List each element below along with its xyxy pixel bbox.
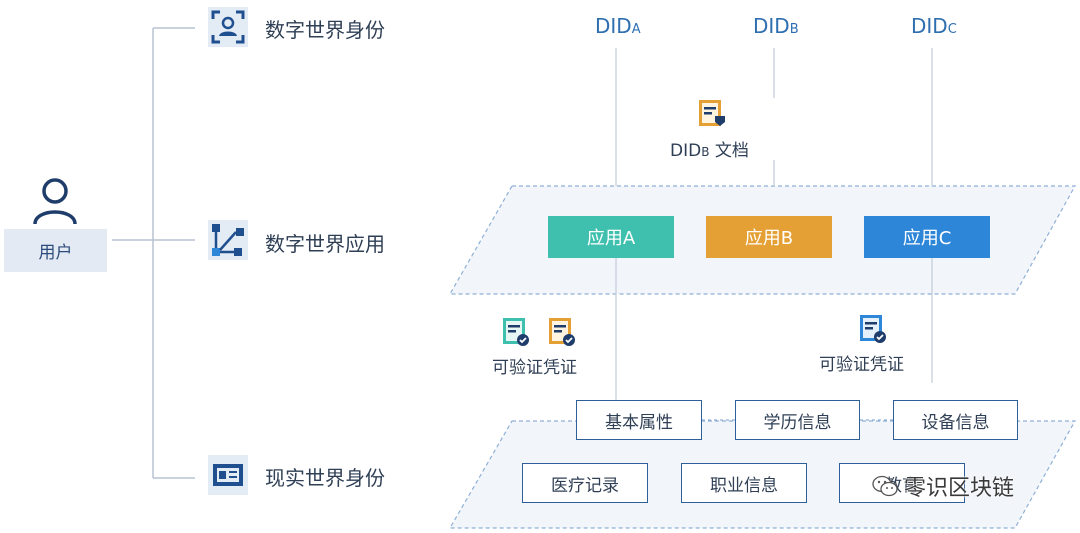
attribute-device-box: 设备信息 [893, 400, 1018, 440]
watermark-text: 零识区块链 [904, 476, 1015, 501]
app-c-box: 应用C [864, 216, 990, 258]
watermark: 零识区块链 [872, 470, 1014, 502]
digital-application-label: 数字世界应用 [265, 232, 385, 256]
document-icon [697, 98, 727, 130]
attribute-education-box: 学历信息 [735, 400, 860, 440]
attribute-basic-box: 基本属性 [576, 400, 702, 440]
orange-credential-icon [547, 316, 577, 348]
blue-credential-icon [858, 313, 888, 345]
user-icon [32, 176, 78, 226]
face-id-icon [208, 7, 248, 47]
attribute-medical-box: 医疗记录 [522, 463, 648, 503]
credential-label-right: 可验证凭证 [819, 355, 904, 375]
id-card-icon [208, 455, 248, 495]
did-c-label: DIDC [911, 14, 957, 38]
attribute-career-box: 职业信息 [681, 463, 807, 503]
digital-identity-label: 数字世界身份 [265, 18, 385, 42]
credential-label-left: 可验证凭证 [492, 358, 577, 378]
app-a-box: 应用A [548, 216, 674, 258]
teal-credential-icon [501, 316, 531, 348]
did-a-label: DIDA [595, 14, 641, 38]
wechat-icon [872, 475, 898, 497]
did-document-label: DIDB 文档 [670, 141, 749, 161]
app-b-box: 应用B [706, 216, 832, 258]
did-b-label: DIDB [753, 14, 799, 38]
network-nodes-icon [208, 220, 248, 260]
real-identity-label: 现实世界身份 [265, 466, 385, 490]
user-label: 用户 [4, 229, 107, 272]
